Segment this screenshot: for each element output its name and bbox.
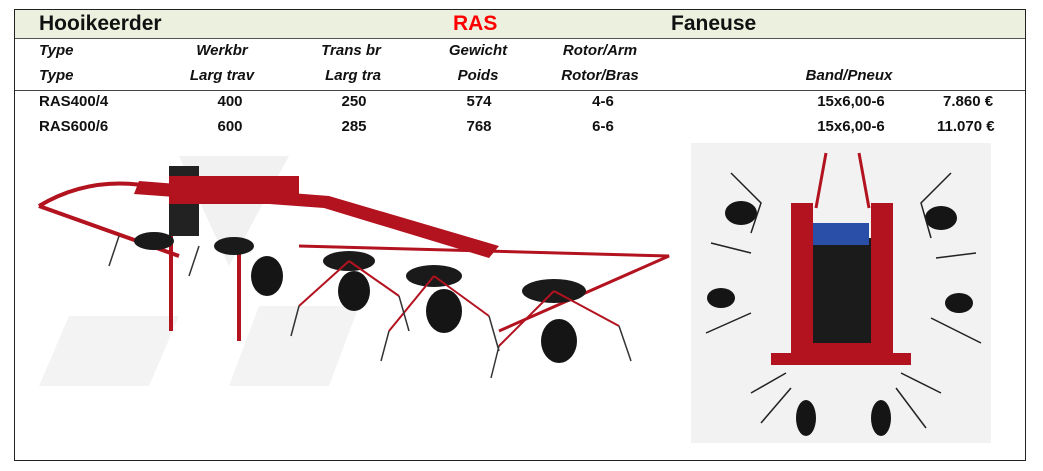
header-rotor-nl: Rotor/Arm xyxy=(562,42,638,59)
header-weight-fr: Poids xyxy=(457,67,499,84)
title-model: RAS xyxy=(453,12,498,35)
row1-price: 7.860 € xyxy=(943,93,994,110)
row1-rotor: 4-6 xyxy=(592,93,614,110)
title-french: Faneuse xyxy=(671,12,757,35)
header-tyre: Band/Pneux xyxy=(805,67,893,84)
header-transport-fr: Larg tra xyxy=(325,67,381,84)
title-dutch: Hooikeerder xyxy=(39,12,162,35)
row2-transport: 285 xyxy=(341,118,367,135)
header-rotor-fr: Rotor/Bras xyxy=(561,67,639,84)
row1-width: 400 xyxy=(217,93,243,110)
product-photo-side xyxy=(29,146,677,394)
row2-width: 600 xyxy=(217,118,243,135)
row2-price: 11.070 € xyxy=(937,118,995,135)
row1-weight: 574 xyxy=(466,93,492,110)
header-width-fr: Larg trav xyxy=(189,67,255,84)
row1-tyre: 15x6,00-6 xyxy=(817,93,885,110)
spec-sheet: Hooikeerder RAS Faneuse Type Werkbr Tran… xyxy=(14,9,1026,461)
row2-tyre: 15x6,00-6 xyxy=(817,118,885,135)
header-type-nl: Type xyxy=(39,42,74,59)
header-transport-nl: Trans br xyxy=(321,42,381,59)
row2-rotor: 6-6 xyxy=(592,118,614,135)
row2-type: RAS600/6 xyxy=(39,118,109,135)
row2-weight: 768 xyxy=(466,118,492,135)
row1-type: RAS400/4 xyxy=(39,93,109,110)
title-bar: Hooikeerder RAS Faneuse xyxy=(15,10,1025,39)
header-type-fr: Type xyxy=(39,67,74,84)
header-divider xyxy=(15,90,1025,91)
header-weight-nl: Gewicht xyxy=(448,42,508,59)
header-width-nl: Werkbr xyxy=(196,42,248,59)
row1-transport: 250 xyxy=(341,93,367,110)
product-photo-rear xyxy=(691,143,991,443)
